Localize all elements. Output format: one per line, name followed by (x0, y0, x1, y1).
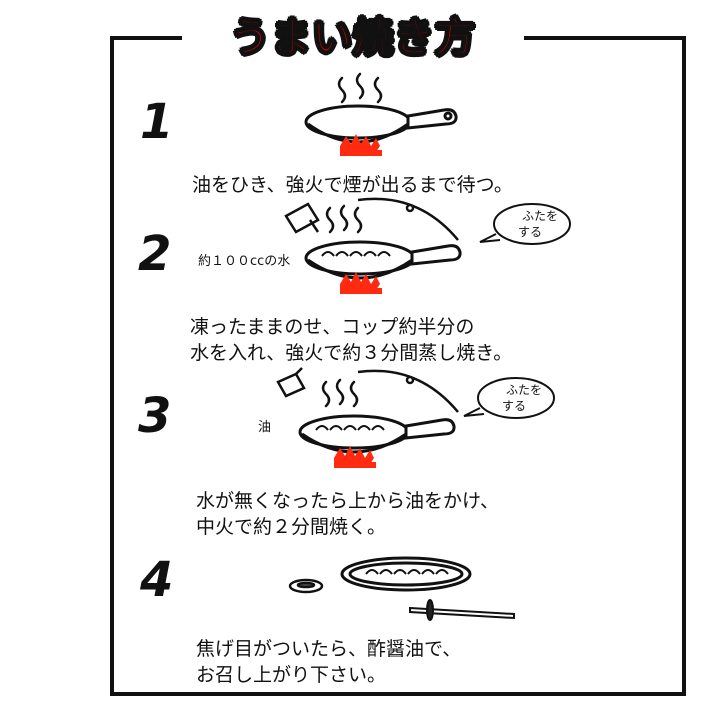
step-4-line-1: 焦げ目がついたら、酢醤油で、 (196, 638, 462, 660)
step-1-line: 油をひき、強火で煙が出るまで待つ。 (192, 174, 513, 196)
speech-bubble-icon: ふたを する (463, 377, 555, 419)
lid-icon (357, 197, 459, 241)
gyoza-icon (365, 569, 449, 575)
bubble-line-1: ふたを (522, 209, 558, 223)
frying-pan-icon (298, 414, 456, 454)
steam-icon (321, 378, 359, 408)
step-3-line-1: 水が無くなったら上から油をかけ、 (196, 490, 500, 512)
frying-pan-icon (304, 104, 458, 144)
step-4-plate-illustration (288, 556, 515, 621)
step-2-pan-illustration: ふたを する (284, 197, 571, 294)
step-3-pan-illustration: ふたを する (276, 367, 555, 468)
oil-pot-icon (276, 367, 306, 398)
step-3-number: 3 (138, 388, 172, 444)
step-1-pan-illustration (304, 72, 458, 156)
oil-label: 油 (258, 420, 272, 435)
step-3-text: 水が無くなったら上から油をかけ、 中火で約２分間焼く。 (196, 488, 499, 540)
bubble-line-1: ふたを (506, 383, 542, 397)
bubble-line-2: する (502, 399, 526, 413)
steam-icon (337, 72, 383, 104)
page-title: うまい焼き方 (229, 14, 476, 62)
frying-pan-icon (304, 240, 462, 280)
gyoza-icon (321, 251, 391, 257)
step-1-number: 1 (140, 94, 174, 150)
title-area: うまい焼き方 (182, 10, 524, 66)
step-4-line-2: お召し上がり下さい。 (196, 664, 387, 686)
gyoza-icon (315, 425, 385, 431)
lid-icon (357, 369, 459, 413)
flame-icon (340, 272, 382, 294)
step-1-text: 油をひき、強火で煙が出るまで待つ。 (192, 172, 513, 198)
step-2-line-2: 水を入れ、強火で約３分間蒸し焼き。 (190, 342, 513, 364)
flame-icon (334, 446, 376, 468)
cup-icon (284, 202, 320, 234)
step-2-text: 凍ったままのせ、コップ約半分の 水を入れ、強火で約３分間蒸し焼き。 (190, 314, 512, 366)
sauce-dish-icon (288, 578, 324, 594)
chopsticks-icon (409, 599, 515, 621)
bubble-line-2: する (518, 225, 542, 239)
step-3-line-2: 中火で約２分間焼く。 (196, 516, 387, 538)
step-4-number: 4 (140, 552, 174, 608)
water-label: 約１００ccの水 (198, 254, 291, 269)
speech-bubble-icon: ふたを する (479, 203, 571, 245)
steam-icon (325, 204, 363, 234)
step-4-text: 焦げ目がついたら、酢醤油で、 お召し上がり下さい。 (196, 636, 461, 688)
step-2-line-1: 凍ったままのせ、コップ約半分の (190, 316, 475, 338)
step-2-number: 2 (138, 226, 172, 282)
flame-icon (340, 134, 382, 156)
